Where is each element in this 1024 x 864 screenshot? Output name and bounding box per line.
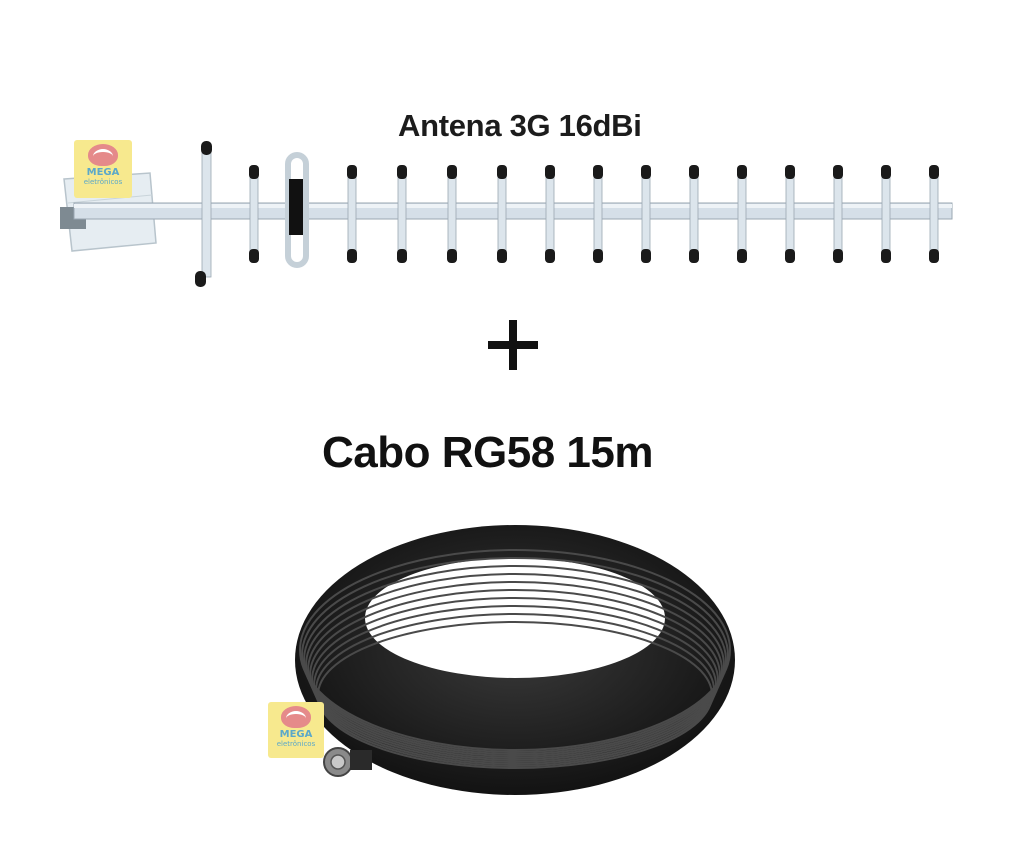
- cable-coil-ring: [301, 557, 729, 753]
- antenna-director-element: [737, 172, 747, 256]
- antenna-director-element: [249, 172, 259, 256]
- mega-logo-sub: eletrônicos: [276, 740, 316, 748]
- cable-coil-ring: [315, 613, 715, 767]
- antenna-director-element: [641, 172, 651, 256]
- cable-coil-ring: [309, 589, 721, 761]
- cable-coil-ring: [307, 581, 723, 759]
- cable-coil-ring: [299, 549, 731, 751]
- plus-separator: [488, 320, 538, 370]
- antenna-director-element: [881, 172, 891, 256]
- mega-logo-icon: [281, 706, 311, 728]
- cable-coil-ring: [311, 597, 719, 763]
- mega-logo-sub: eletrônicos: [83, 178, 123, 186]
- antenna-director-element: [833, 172, 843, 256]
- cable-title: Cabo RG58 15m: [322, 428, 653, 477]
- antenna-director-element: [397, 172, 407, 256]
- mega-logo-watermark: MEGA eletrônicos: [74, 140, 132, 198]
- mega-logo-icon: [88, 144, 118, 166]
- antenna-director-element: [785, 172, 795, 256]
- mega-logo-brand: MEGA: [279, 729, 313, 740]
- cable-coil-ring: [313, 605, 717, 765]
- mega-logo-brand: MEGA: [86, 167, 120, 178]
- antenna-director-element: [347, 172, 357, 256]
- antenna-director-element: [593, 172, 603, 256]
- antenna-director-element: [689, 172, 699, 256]
- yagi-antenna-image: [60, 141, 953, 287]
- cable-coil-ring: [305, 573, 725, 757]
- mega-logo-watermark: MEGA eletrônicos: [268, 702, 324, 758]
- antenna-director-element: [497, 172, 507, 256]
- antenna-director-element: [447, 172, 457, 256]
- coax-cable-coil-image: [295, 525, 735, 795]
- cable-coil-ring: [317, 621, 713, 769]
- antenna-title: Antena 3G 16dBi: [398, 108, 642, 143]
- antenna-director-element: [929, 172, 939, 256]
- cable-coil-ring: [303, 565, 727, 755]
- antenna-director-element: [545, 172, 555, 256]
